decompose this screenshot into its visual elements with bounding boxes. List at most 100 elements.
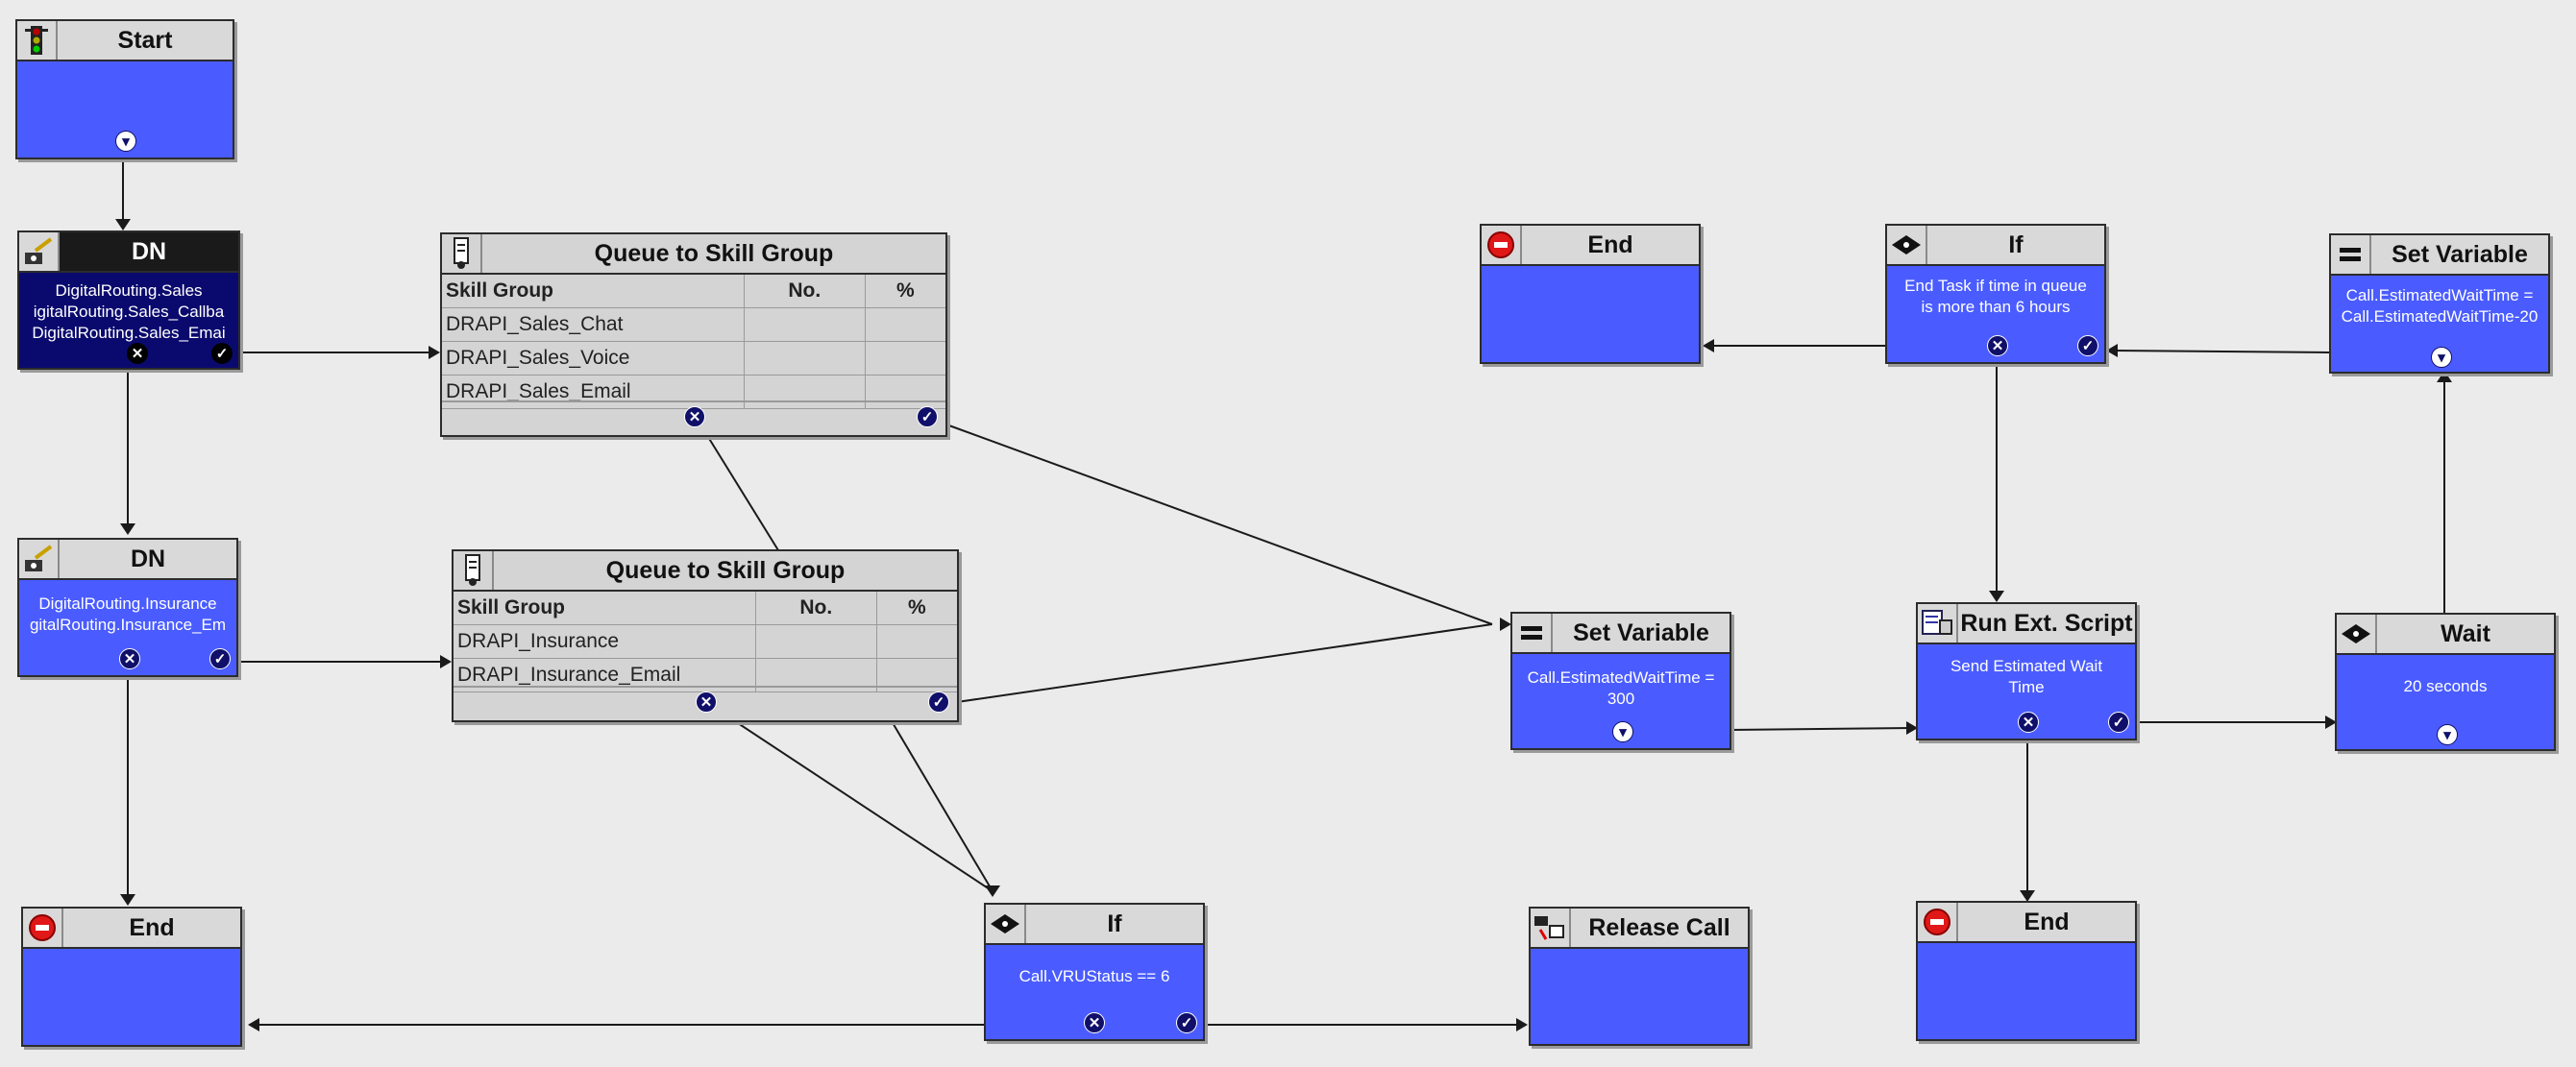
failure-port-icon[interactable]: ✕ bbox=[119, 648, 140, 669]
node-title: If bbox=[1107, 909, 1122, 937]
arrow-end-top bbox=[1703, 339, 1714, 352]
node-line: End Task if time in queue bbox=[1904, 277, 2087, 295]
wait-title-bar: Wait bbox=[2337, 615, 2554, 655]
node-line: is more than 6 hours bbox=[1921, 298, 2071, 316]
node-body: End Task if time in queue is more than 6… bbox=[1887, 268, 2104, 362]
failure-port-icon[interactable]: ✕ bbox=[2018, 712, 2039, 733]
start-node[interactable]: Start ▾ bbox=[15, 19, 234, 159]
failure-port-icon[interactable]: ✕ bbox=[1084, 1012, 1105, 1033]
node-line: igitalRouting.Sales_Callba bbox=[33, 303, 225, 321]
if-title-bar: If bbox=[1887, 226, 2104, 266]
failure-port-icon[interactable]: ✕ bbox=[1987, 335, 2008, 356]
output-port-icon[interactable]: ▾ bbox=[115, 131, 136, 152]
node-body: Send Estimated Wait Time bbox=[1918, 646, 2135, 739]
queue-insurance-node[interactable]: Queue to Skill Group Skill Group No. % D… bbox=[452, 549, 959, 722]
diamond-icon bbox=[986, 905, 1026, 943]
success-port-icon[interactable]: ✓ bbox=[928, 691, 949, 713]
wire-queue2-if-b bbox=[891, 720, 994, 892]
phone-icon bbox=[19, 540, 60, 578]
table-row[interactable]: DRAPI_Sales_Chat bbox=[442, 307, 945, 342]
diamond-icon bbox=[1887, 226, 1927, 264]
skill-group-cell: DRAPI_Insurance bbox=[454, 624, 756, 659]
node-line: gitalRouting.Insurance_Em bbox=[29, 616, 227, 634]
node-title: If bbox=[2008, 230, 2024, 258]
node-line: DigitalRouting.Insurance bbox=[38, 594, 217, 613]
arrow-end-left-in bbox=[248, 1018, 259, 1031]
node-body: DigitalRouting.Insurance gitalRouting.In… bbox=[19, 582, 236, 675]
equals-icon bbox=[2331, 235, 2371, 274]
setvar-mid-node[interactable]: Set Variable Call.EstimatedWaitTime = 30… bbox=[1510, 612, 1731, 750]
wire-queue-link bbox=[707, 436, 779, 551]
if-vru-node[interactable]: If Call.VRUStatus == 6 ✕ ✓ bbox=[984, 903, 1205, 1041]
wire-setvar-if bbox=[2113, 350, 2330, 353]
success-port-icon[interactable]: ✓ bbox=[2108, 712, 2129, 733]
wire-setvar-script bbox=[1729, 727, 1913, 731]
release-call-node[interactable]: Release Call bbox=[1529, 907, 1750, 1046]
wait-node[interactable]: Wait 20 seconds ▾ bbox=[2335, 613, 2556, 751]
arrow-if-in bbox=[2106, 344, 2118, 357]
node-title: Queue to Skill Group bbox=[594, 239, 834, 267]
output-port-icon[interactable]: ▾ bbox=[2431, 347, 2452, 368]
end-title-bar: End bbox=[23, 909, 240, 949]
phone-icon bbox=[19, 232, 60, 271]
skill-group-cell: DRAPI_Sales_Voice bbox=[442, 341, 745, 376]
stop-sign-icon bbox=[23, 909, 63, 947]
end-bottom-node[interactable]: End bbox=[1916, 901, 2137, 1041]
if-time-node[interactable]: If End Task if time in queue is more tha… bbox=[1885, 224, 2106, 364]
arrow-dn bbox=[115, 219, 131, 230]
node-title: Wait bbox=[2441, 619, 2490, 647]
end-left-node[interactable]: End bbox=[21, 907, 242, 1047]
node-title: DN bbox=[60, 232, 238, 271]
column-header: No. bbox=[755, 592, 877, 625]
skill-group-cell: DRAPI_Sales_Chat bbox=[442, 307, 745, 342]
dn-insurance-node[interactable]: DN DigitalRouting.Insurance gitalRouting… bbox=[17, 538, 238, 677]
wait-diamond-icon bbox=[2337, 615, 2377, 653]
success-port-icon[interactable]: ✓ bbox=[209, 648, 231, 669]
setvar-title-bar: Set Variable bbox=[1512, 614, 1730, 654]
end-title-bar: End bbox=[1918, 903, 2135, 943]
wire-queue2-if-a bbox=[734, 720, 994, 892]
output-port-icon[interactable]: ▾ bbox=[1612, 721, 1633, 742]
success-port-icon[interactable]: ✓ bbox=[2077, 335, 2098, 356]
end-top-node[interactable]: End bbox=[1480, 224, 1701, 364]
dn-title-bar: DN bbox=[19, 540, 236, 580]
dn-sales-node[interactable]: DN DigitalRouting.Sales igitalRouting.Sa… bbox=[17, 230, 240, 370]
node-body: 20 seconds bbox=[2337, 657, 2554, 749]
failure-port-icon[interactable]: ✕ bbox=[127, 343, 148, 364]
column-header: % bbox=[865, 275, 945, 308]
success-port-icon[interactable]: ✓ bbox=[917, 406, 938, 427]
node-body: Call.EstimatedWaitTime = 300 bbox=[1512, 656, 1730, 748]
output-port-icon[interactable]: ▾ bbox=[2437, 724, 2458, 745]
success-port-icon[interactable]: ✓ bbox=[211, 343, 233, 364]
run-script-node[interactable]: Run Ext. Script Send Estimated Wait Time… bbox=[1916, 602, 2137, 740]
node-title: Queue to Skill Group bbox=[605, 556, 846, 584]
script-title-bar: Run Ext. Script bbox=[1918, 604, 2135, 644]
table-row[interactable]: DRAPI_Sales_Voice bbox=[442, 341, 945, 376]
node-title: Set Variable bbox=[2392, 240, 2528, 268]
arrow-release bbox=[1516, 1018, 1528, 1031]
table-row[interactable]: DRAPI_Insurance bbox=[454, 624, 957, 659]
wire-queue2-setvar bbox=[956, 623, 1493, 703]
stop-sign-icon bbox=[1918, 903, 1958, 941]
skill-group-table: Skill Group No. % DRAPI_Insurance DRAPI_… bbox=[454, 592, 957, 692]
arrow-if-script bbox=[1989, 591, 2004, 602]
stop-sign-icon bbox=[1482, 226, 1522, 264]
queue-footer: ✕ ✓ bbox=[454, 686, 957, 720]
arrow-end-left bbox=[120, 894, 135, 906]
arrow-dn-ins bbox=[120, 523, 135, 535]
success-port-icon[interactable]: ✓ bbox=[1176, 1012, 1197, 1033]
arrow-setvar-top bbox=[2437, 371, 2452, 382]
queue-icon bbox=[442, 234, 482, 273]
node-line: Send Estimated Wait bbox=[1950, 657, 2103, 675]
node-line: DigitalRouting.Sales_Emai bbox=[32, 324, 226, 342]
failure-port-icon[interactable]: ✕ bbox=[696, 691, 717, 713]
node-title: Start bbox=[117, 26, 173, 54]
failure-port-icon[interactable]: ✕ bbox=[684, 406, 705, 427]
node-line: Call.EstimatedWaitTime = bbox=[1527, 668, 1715, 687]
skill-group-table: Skill Group No. % DRAPI_Sales_Chat DRAPI… bbox=[442, 275, 945, 409]
queue-sales-node[interactable]: Queue to Skill Group Skill Group No. % D… bbox=[440, 232, 947, 437]
node-line: DigitalRouting.Sales bbox=[55, 281, 203, 300]
column-header: Skill Group bbox=[442, 275, 745, 308]
table-row[interactable]: DRAPI_Sales_Email bbox=[442, 375, 945, 409]
setvar-top-node[interactable]: Set Variable Call.EstimatedWaitTime = Ca… bbox=[2329, 233, 2550, 374]
